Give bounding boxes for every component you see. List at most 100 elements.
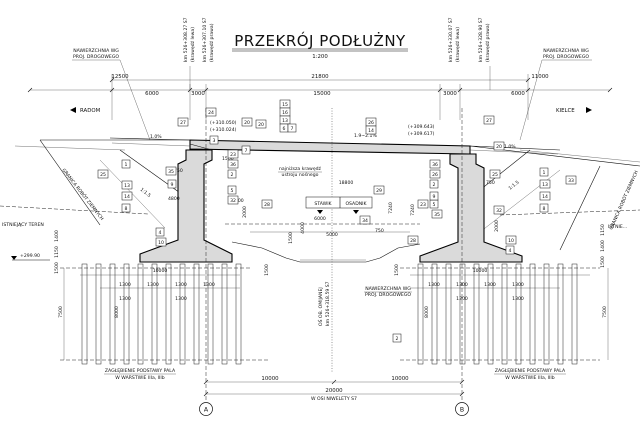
svg-text:1400: 1400 [54,230,60,242]
dim-left-b: 3000 [191,91,205,97]
slope-ratio-right: 1:1.5 [508,180,521,192]
callout-right-10: 26 [429,169,441,179]
svg-text:13: 13 [124,183,130,189]
pile [165,263,172,365]
callout-right-16: 20 [493,141,505,151]
slope-left: 1.0% [150,134,162,140]
svg-text:2: 2 [231,172,234,178]
dim-left-outer: 12500 [111,74,129,80]
callout-right-13: 9 [429,191,439,201]
svg-text:(+310.024): (+310.024) [210,127,237,133]
pile-note-right: ZAGŁĘBIENIE PODSTAWY PALA W WARSTWIE III… [494,368,566,381]
svg-text:29: 29 [376,188,382,194]
svg-text:RADOM: RADOM [80,108,101,114]
callout-left-12: 24 [205,107,217,117]
vdim-right-750: 750 [486,180,495,186]
dim-left-a: 6000 [145,91,159,97]
svg-text:35: 35 [434,212,440,218]
axis-label-b: B [460,407,464,414]
vdim-right-7240: 7240 [410,204,416,216]
svg-text:1300: 1300 [175,282,187,288]
callout-left-11: 27 [177,117,189,127]
surface-label-left: NAWIERZCHNIA WG PROJ. DROGOWEGO [72,48,151,141]
svg-text:24: 24 [208,110,214,116]
pile-depth-right: 8000 [424,306,430,318]
svg-text:33: 33 [568,178,574,184]
surface-label-right: NAWIERZCHNIA WG PROJ. DROGOWEGO [519,48,592,141]
callout-mid-10: 34 [359,215,371,225]
km-label-right: km 526+330.07 S7 (krawędź lewa) km 526+3… [448,17,491,62]
callout-left-15: 7 [241,145,251,155]
svg-text:1400: 1400 [600,240,606,252]
bottom-total: 20000 [325,388,343,394]
slope-mid: 1.9~2.1% [354,133,377,139]
axis-label-a: A [204,407,209,414]
callout-mid-7: 14 [365,125,377,135]
svg-text:km 526+307.10 S7: km 526+307.10 S7 [202,17,208,62]
svg-text:14: 14 [542,194,548,200]
callout-left-2: 13 [121,180,133,190]
callout-right-4: 14 [539,191,551,201]
pile [515,263,522,365]
svg-text:34: 34 [362,218,368,224]
callout-left-18: 23 [227,149,239,159]
svg-text:6: 6 [283,126,286,132]
callout-left-0: 25 [97,169,109,179]
callout-left-5: 35 [165,166,177,176]
svg-text:1150: 1150 [600,224,606,236]
svg-text:26: 26 [432,172,438,178]
found-width-left: 10000 [153,268,168,274]
pile [445,263,452,365]
dim-right-b: 3000 [443,91,457,97]
stawik-label: STAWIK [314,201,332,207]
pile [543,263,550,365]
top-dimension-lines [27,66,613,120]
callout-mid-2: 13 [279,115,291,125]
km-axis-label: OŚ OB. OMIJANEJ km 526+318.59 S7 [317,281,331,326]
mid-dim-6000: 6000 [314,216,326,222]
svg-text:KIELCE: KIELCE [556,108,575,114]
svg-text:1: 1 [543,170,546,176]
svg-text:25: 25 [492,172,498,178]
callout-left-17: 2 [227,169,237,179]
callout-mid-4: 7 [287,123,297,133]
svg-text:1300: 1300 [484,282,496,288]
svg-text:km 526+328.90 S7: km 526+328.90 S7 [478,17,484,62]
slope-ratio-left: 1:1.5 [139,187,152,199]
stawik-osadnik-box: STAWIK OSADNIK [305,196,373,214]
callout-right-15: 32 [493,205,505,215]
svg-text:23: 23 [420,202,426,208]
svg-text:28: 28 [264,202,270,208]
svg-text:9: 9 [171,182,174,188]
svg-text:1300: 1300 [175,296,187,302]
svg-text:13: 13 [542,182,548,188]
svg-text:8: 8 [125,206,128,212]
callout-right-12: 5 [429,199,439,209]
drawing-title: PRZEKRÓJ PODŁUŻNY [234,31,406,50]
svg-text:1300: 1300 [428,282,440,288]
svg-text:NAWIERZCHNIA WG: NAWIERZCHNIA WG [543,48,589,54]
svg-text:4: 4 [159,230,162,236]
svg-text:1: 1 [125,162,128,168]
depth-right: 7500 [602,306,608,318]
callout-mid-3: 6 [279,123,289,133]
surface-label-mid: NAWIERZCHNIA WG PROJ. DROGOWEGO [364,286,412,298]
callout-mid-1: 16 [279,107,291,117]
svg-text:8: 8 [543,206,546,212]
depth-left: 7500 [58,306,64,318]
svg-text:km 526+308.27 S7: km 526+308.27 S7 [183,17,189,62]
callout-left-4: 8 [121,203,131,213]
callout-mid-6: 26 [365,117,377,127]
svg-text:32: 32 [496,208,502,214]
found-width-right: 10000 [473,268,488,274]
svg-text:35: 35 [168,169,174,175]
pile [207,263,214,365]
svg-text:W WARSTWIE IIIa, IIIb: W WARSTWIE IIIa, IIIb [505,375,554,381]
svg-text:PROJ. DROGOWEGO: PROJ. DROGOWEGO [73,54,119,60]
pile [151,263,158,365]
svg-text:(krawędź prawa): (krawędź prawa) [484,23,491,62]
vdim-left-750: 750 [174,168,183,174]
svg-text:20: 20 [244,120,250,126]
ground-label-right: ISTNIE... [608,224,627,230]
